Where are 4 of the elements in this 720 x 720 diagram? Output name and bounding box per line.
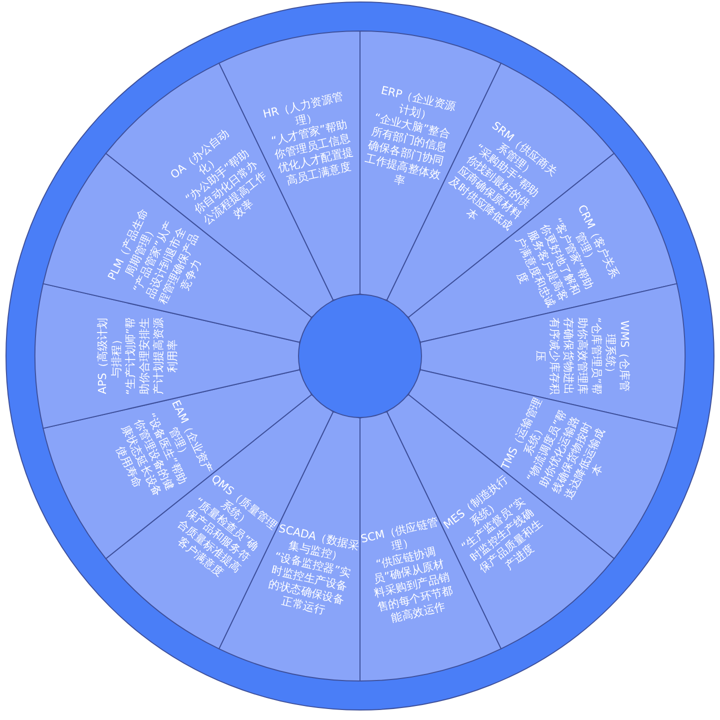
segment-title: APS（高级计划与排程） xyxy=(96,316,124,396)
segment-description: “仓库管理员”帮助你高效管理库存确保货物进出有序减少库存积压 xyxy=(533,316,603,397)
segment-title: WMS（仓库管理系统） xyxy=(603,319,631,394)
segment-description: “生产计划师”帮助你合理安排生产计划提高资源利用率 xyxy=(124,316,180,397)
